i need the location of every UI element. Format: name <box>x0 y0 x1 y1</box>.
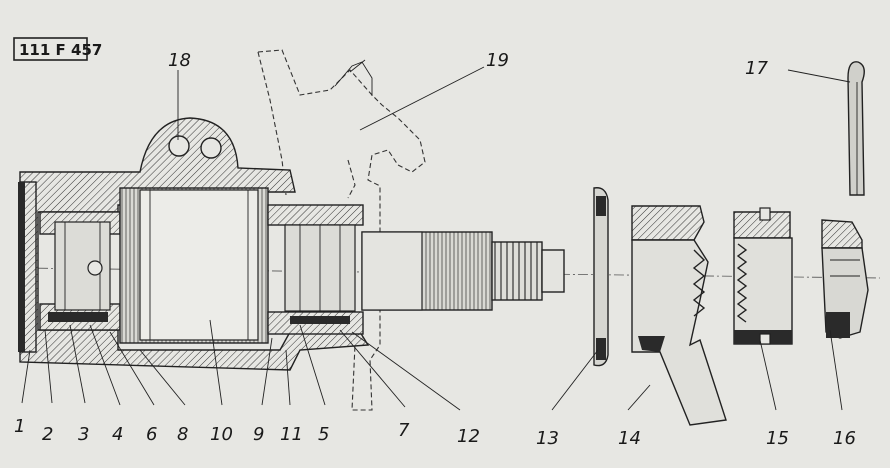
lever <box>631 205 727 426</box>
part-label-18: 18 <box>168 50 191 71</box>
cotter-pin <box>847 61 865 196</box>
part-label-11: 11 <box>280 424 303 445</box>
main-pinion <box>119 187 269 344</box>
leader-lines <box>21 66 851 411</box>
part-label-5: 5 <box>318 424 329 445</box>
part-label-9: 9 <box>253 424 264 445</box>
reference-label: 111 F 457 <box>13 37 102 61</box>
part-label-1: 1 <box>14 416 25 437</box>
part-label-7: 7 <box>398 420 410 441</box>
mounting-hole <box>200 137 222 159</box>
part-label-6: 6 <box>146 424 157 445</box>
part-label-19: 19 <box>486 50 509 71</box>
castle-nut <box>821 219 869 339</box>
part-label-15: 15 <box>766 428 789 449</box>
part-label-14: 14 <box>618 428 641 449</box>
part-label-4: 4 <box>112 424 123 445</box>
ring-nut <box>733 207 793 345</box>
reference-text: 111 F 457 <box>19 41 102 59</box>
part-label-16: 16 <box>833 428 856 449</box>
gear-housing <box>18 117 370 371</box>
part-label-17: 17 <box>745 58 768 79</box>
part-label-2: 2 <box>42 424 53 445</box>
part-label-3: 3 <box>78 424 89 445</box>
left-bearing <box>39 211 121 331</box>
part-label-12: 12 <box>457 426 480 447</box>
part-label-8: 8 <box>177 424 188 445</box>
right-bearing <box>267 204 364 335</box>
part-label-13: 13 <box>536 428 559 449</box>
washer <box>593 187 609 367</box>
mounting-hole <box>168 135 190 157</box>
part-label-10: 10 <box>210 424 233 445</box>
part-labels: 1 2 3 4 6 8 10 9 11 5 7 12 13 14 15 16 1… <box>14 50 856 449</box>
output-shaft <box>361 231 565 311</box>
